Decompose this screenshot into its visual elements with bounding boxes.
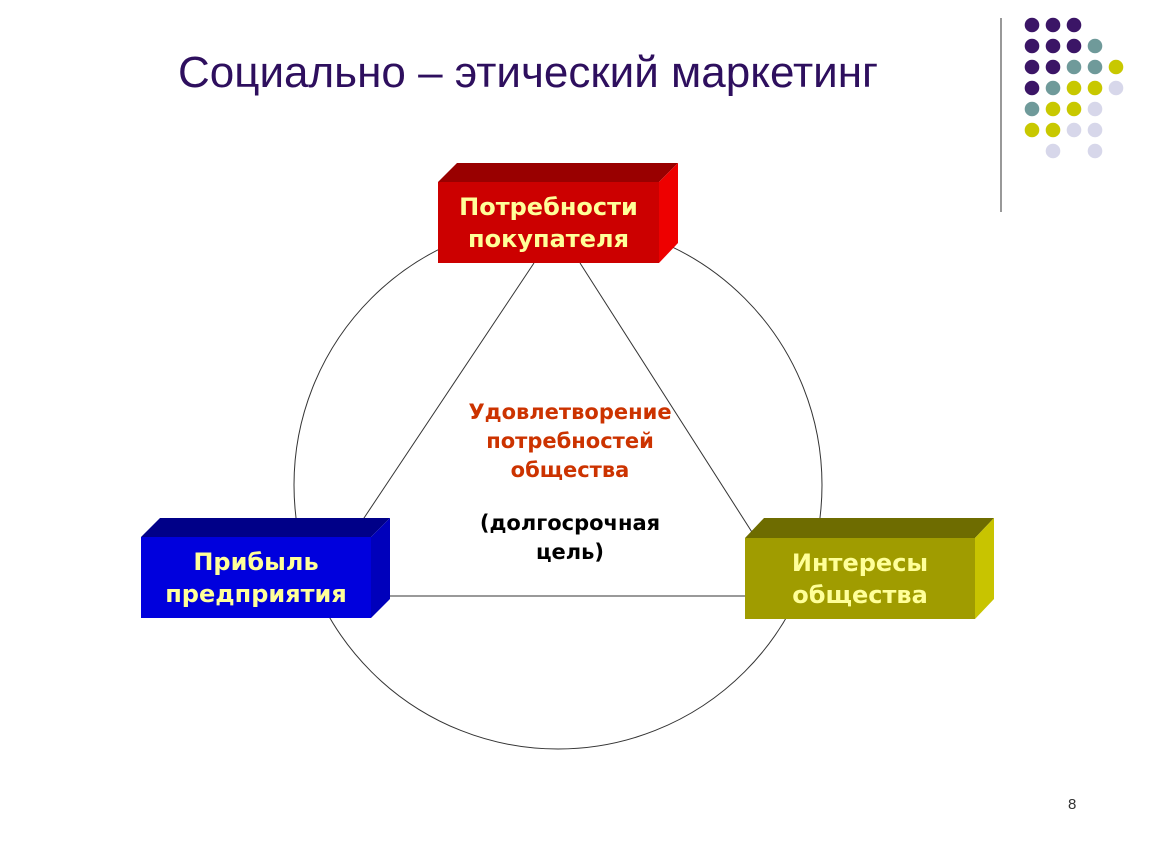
slide-title: Социально – этический маркетинг: [178, 48, 879, 97]
box-label-line: Интересы: [791, 548, 929, 577]
decorative-dot: [1045, 38, 1061, 54]
goal-line: общества: [510, 458, 630, 482]
box-label-line: предприятия: [165, 579, 347, 608]
box-society-interests: [745, 518, 994, 619]
decorative-dot: [1087, 59, 1103, 75]
box-label-line: Прибыль: [193, 547, 319, 576]
decorative-dot: [1024, 59, 1040, 75]
box-top-face: [745, 518, 994, 538]
term-line: (долгосрочная: [479, 511, 661, 535]
decorative-dot: [1108, 59, 1124, 75]
center-goal-text: Удовлетворение потребностей общества: [410, 398, 730, 485]
decorative-dot: [1045, 122, 1061, 138]
box-label-line: Потребности: [459, 192, 638, 221]
decorative-dot: [1045, 101, 1061, 117]
box-top-face: [141, 518, 390, 537]
box-front-face: [438, 182, 659, 263]
box-label-line: покупателя: [468, 224, 629, 253]
goal-line: потребностей: [486, 429, 654, 453]
box-company-profit: [141, 518, 390, 618]
decorative-dot: [1066, 122, 1082, 138]
box-society-interests-label: Интересы общества: [745, 538, 975, 619]
page-number: 8: [1068, 796, 1077, 813]
triangle-edge-left: [359, 262, 535, 525]
decorative-dot: [1066, 80, 1082, 96]
decorative-dot: [1066, 59, 1082, 75]
box-company-profit-label: Прибыль предприятия: [141, 537, 371, 618]
decorative-dot: [1045, 80, 1061, 96]
box-side-face: [975, 518, 994, 619]
box-front-face: [141, 537, 371, 618]
decorative-dot: [1045, 143, 1061, 159]
triangle-edge-right: [579, 262, 758, 541]
outer-circle: [293, 220, 823, 750]
decorative-dot: [1066, 17, 1082, 33]
decorative-dot: [1087, 80, 1103, 96]
decorative-dot: [1024, 122, 1040, 138]
box-side-face: [371, 518, 390, 618]
decorative-dot: [1108, 80, 1124, 96]
decorative-dot: [1024, 80, 1040, 96]
decorative-dot: [1045, 17, 1061, 33]
decorative-dot: [1087, 122, 1103, 138]
goal-line: Удовлетворение: [468, 400, 672, 424]
decorative-dot: [1087, 38, 1103, 54]
decorative-dot: [1066, 101, 1082, 117]
dot-grid: [1024, 17, 1124, 159]
decorative-dot: [1087, 101, 1103, 117]
center-term-text: (долгосрочная цель): [410, 509, 730, 567]
decorative-dot: [1024, 38, 1040, 54]
decorative-dot: [1087, 143, 1103, 159]
term-line: цель): [535, 540, 605, 564]
box-customer-needs: [438, 163, 678, 263]
decorative-dot: [1024, 101, 1040, 117]
decorative-dot: [1066, 38, 1082, 54]
decorative-dot: [1045, 59, 1061, 75]
box-customer-needs-label: Потребности покупателя: [438, 182, 659, 263]
box-side-face: [659, 163, 678, 263]
box-front-face: [745, 538, 975, 619]
box-label-line: общества: [792, 580, 928, 609]
box-top-face: [438, 163, 678, 182]
decorative-dot: [1024, 17, 1040, 33]
